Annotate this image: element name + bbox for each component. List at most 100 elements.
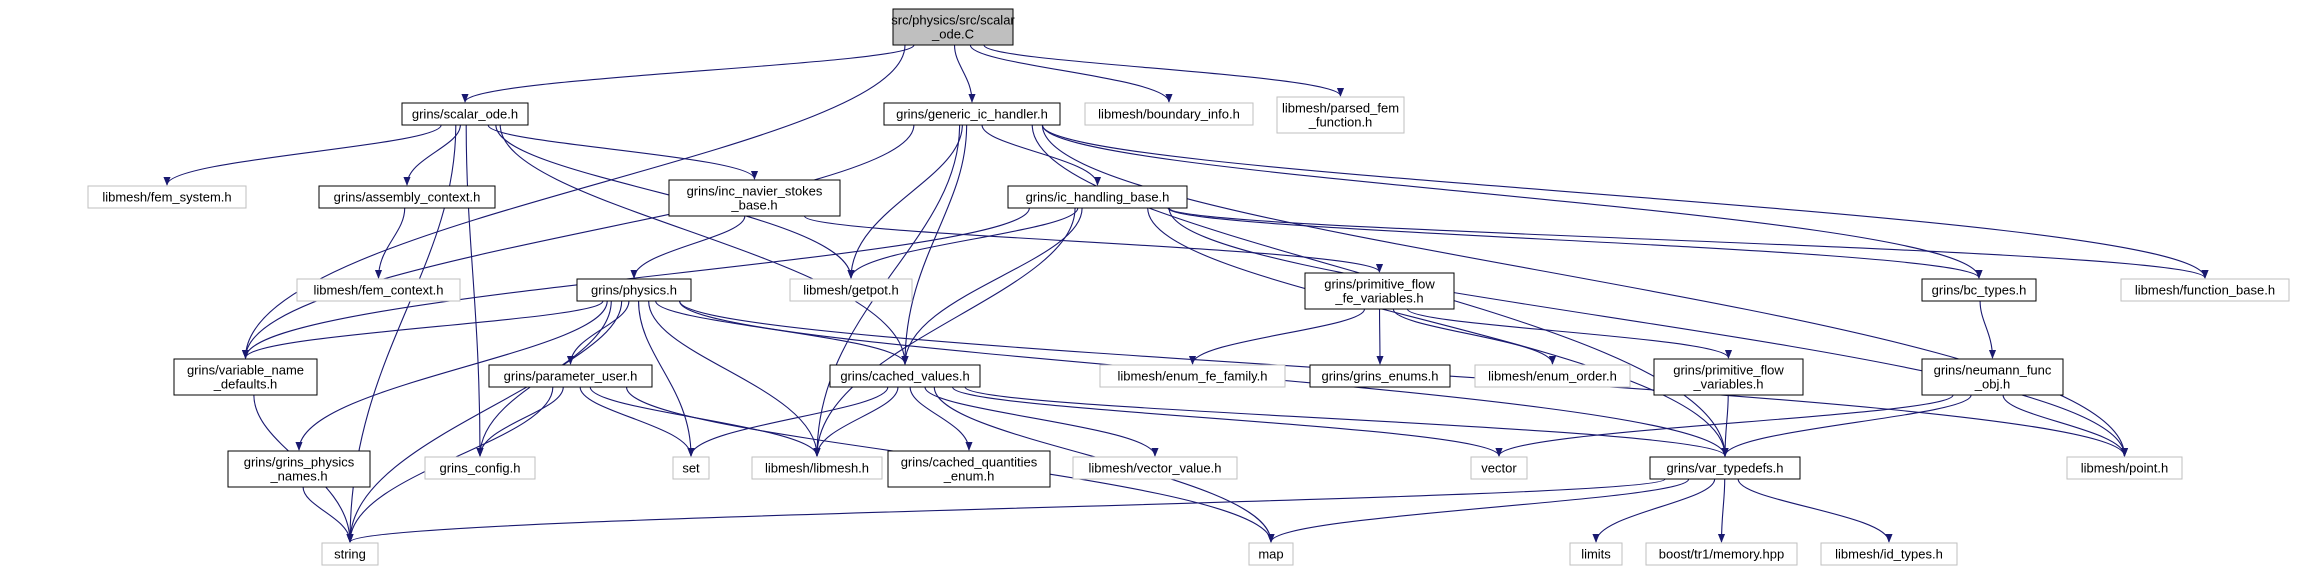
edge-generic_ic_handler_h-to-cached_values_h xyxy=(901,124,968,365)
node-box xyxy=(576,278,692,302)
node-label: libmesh/enum_fe_family.h xyxy=(1117,369,1267,384)
node-box xyxy=(751,456,883,480)
dependency-edges xyxy=(163,44,2209,543)
node-label: libmesh/libmesh.h xyxy=(765,461,869,476)
node-box xyxy=(1276,96,1405,134)
node-physics-h[interactable]: grins/physics.h xyxy=(576,278,692,302)
node-primitive-flow-fe-variables-h[interactable]: grins/primitive_flow_fe_variables.h xyxy=(1304,272,1455,310)
node-box xyxy=(1921,278,2037,302)
edge-parameter_user_h-to-set xyxy=(579,386,695,457)
node-label: libmesh/id_types.h xyxy=(1835,547,1943,562)
edge-cached_values_h-to-vector xyxy=(951,386,1503,457)
edge-physics_h-to-grins_physics_names_h xyxy=(295,300,608,451)
node-label: libmesh/fem_context.h xyxy=(313,283,443,298)
node-label: libmesh/vector_value.h xyxy=(1089,461,1222,476)
node-label: grins/grins_enums.h xyxy=(1321,369,1438,384)
node-box xyxy=(227,450,371,488)
edge-ic_handling_base_h-to-point_h xyxy=(1168,207,2129,457)
node-variable-name-defaults-h[interactable]: grins/variable_name_defaults.h xyxy=(173,358,318,396)
node-scalar-ode-h[interactable]: grins/scalar_ode.h xyxy=(401,102,529,126)
edge-parameter_user_h-to-libmesh_h xyxy=(589,386,821,457)
edge-physics_h-to-parameter_user_h xyxy=(566,300,630,365)
node-label: grins/cached_quantities xyxy=(901,455,1038,470)
node-box xyxy=(2120,278,2290,302)
edge-cached_values_h-to-set xyxy=(687,386,889,457)
edge-root-to-boundary_info_h xyxy=(969,44,1173,103)
node-limits: limits xyxy=(1569,542,1623,566)
node-label: grins/primitive_flow xyxy=(1324,277,1435,292)
node-label: string xyxy=(334,547,366,562)
edge-grins_physics_names_h-to-string xyxy=(302,486,354,543)
node-label: map xyxy=(1258,547,1283,562)
edge-generic_ic_handler_h-to-variable_name_defaults_h xyxy=(241,124,915,359)
node-box xyxy=(87,185,247,209)
node-boost-memory-hpp: boost/tr1/memory.hpp xyxy=(1645,542,1798,566)
node-label: grins/assembly_context.h xyxy=(334,190,481,205)
edge-root-to-parsed_fem_function_h xyxy=(983,44,1344,97)
node-bc-types-h[interactable]: grins/bc_types.h xyxy=(1921,278,2037,302)
node-grins-physics-names-h[interactable]: grins/grins_physics_names.h xyxy=(227,450,371,488)
node-point-h: libmesh/point.h xyxy=(2066,456,2183,480)
edge-physics_h-to-variable_name_defaults_h xyxy=(242,300,604,359)
edge-cached_values_h-to-libmesh_h xyxy=(813,386,899,457)
node-primitive-flow-variables-h[interactable]: grins/primitive_flow_variables.h xyxy=(1653,358,1804,396)
node-label: set xyxy=(682,461,700,476)
node-label: vector xyxy=(1481,461,1517,476)
node-parameter-user-h[interactable]: grins/parameter_user.h xyxy=(488,364,653,388)
node-libmesh-h: libmesh/libmesh.h xyxy=(751,456,883,480)
node-box xyxy=(488,364,653,388)
node-box xyxy=(1084,102,1254,126)
node-inc-navier-stokes-base-h[interactable]: grins/inc_navier_stokes_base.h xyxy=(668,179,841,217)
node-box xyxy=(1820,542,1958,566)
edge-ic_handling_base_h-to-function_base_h xyxy=(1168,207,2209,279)
node-label: libmesh/function_base.h xyxy=(2135,283,2275,298)
node-label: libmesh/point.h xyxy=(2081,461,2168,476)
edge-inc_navier_stokes_base_h-to-primitive_flow_fe_variables_h xyxy=(803,215,1383,273)
node-ic-handling-base-h[interactable]: grins/ic_handling_base.h xyxy=(1007,185,1188,209)
node-boundary-info-h: libmesh/boundary_info.h xyxy=(1084,102,1254,126)
node-grins-enums-h[interactable]: grins/grins_enums.h xyxy=(1309,364,1451,388)
node-label: grins/grins_physics xyxy=(244,455,355,470)
node-box xyxy=(1007,185,1188,209)
node-string: string xyxy=(321,542,379,566)
node-label: libmesh/enum_order.h xyxy=(1488,369,1617,384)
node-box xyxy=(789,278,913,302)
node-neumann-func-obj-h[interactable]: grins/neumann_func_obj.h xyxy=(1921,358,2064,396)
edge-root-to-generic_ic_handler_h xyxy=(953,44,976,103)
node-cached-quantities-enum-h[interactable]: grins/cached_quantities_enum.h xyxy=(887,450,1051,488)
edge-scalar_ode_h-to-cached_values_h xyxy=(499,124,909,365)
edge-neumann_func_obj_h-to-var_typedefs_h xyxy=(1721,394,1972,457)
node-label: _function.h xyxy=(1308,115,1373,130)
node-assembly-context-h[interactable]: grins/assembly_context.h xyxy=(318,185,496,209)
node-var-typedefs-h[interactable]: grins/var_typedefs.h xyxy=(1649,456,1801,480)
edge-generic_ic_handler_h-to-ic_handling_base_h xyxy=(981,124,1102,186)
node-box xyxy=(892,8,1014,46)
node-box xyxy=(1248,542,1294,566)
node-label: _defaults.h xyxy=(213,377,278,392)
edge-physics_h-to-cached_values_h xyxy=(655,300,909,365)
node-label: _base.h xyxy=(730,198,777,213)
node-fem-context-h: libmesh/fem_context.h xyxy=(296,278,461,302)
edge-physics_h-to-set xyxy=(638,300,695,457)
node-cached-values-h[interactable]: grins/cached_values.h xyxy=(829,364,981,388)
node-label: libmesh/getpot.h xyxy=(803,283,898,298)
edge-assembly_context_h-to-fem_context_h xyxy=(374,207,406,279)
node-generic-ic-handler-h[interactable]: grins/generic_ic_handler.h xyxy=(883,102,1061,126)
node-label: limits xyxy=(1581,547,1611,562)
edge-cached_values_h-to-vector_value_h xyxy=(924,386,1159,457)
edge-generic_ic_handler_h-to-libmesh_h xyxy=(813,124,961,457)
node-box xyxy=(1649,456,1801,480)
header-nodes: src/physics/src/scalar_ode.C grins/scalar… xyxy=(87,8,2290,566)
node-root[interactable]: src/physics/src/scalar_ode.C xyxy=(891,8,1015,46)
edge-scalar_ode_h-to-grins_config_h xyxy=(465,124,484,457)
node-label: _ode.C xyxy=(931,27,974,42)
edge-root-to-scalar_ode_h xyxy=(461,44,915,103)
node-function-base-h: libmesh/function_base.h xyxy=(2120,278,2290,302)
edge-primitive_flow_fe_variables_h-to-enum_fe_family_h xyxy=(1188,308,1366,365)
node-box xyxy=(672,456,710,480)
node-box xyxy=(829,364,981,388)
node-box xyxy=(668,179,841,217)
node-box xyxy=(173,358,318,396)
edge-generic_ic_handler_h-to-function_base_h xyxy=(1041,124,2209,279)
edge-generic_ic_handler_h-to-bc_types_h xyxy=(1041,124,1983,279)
